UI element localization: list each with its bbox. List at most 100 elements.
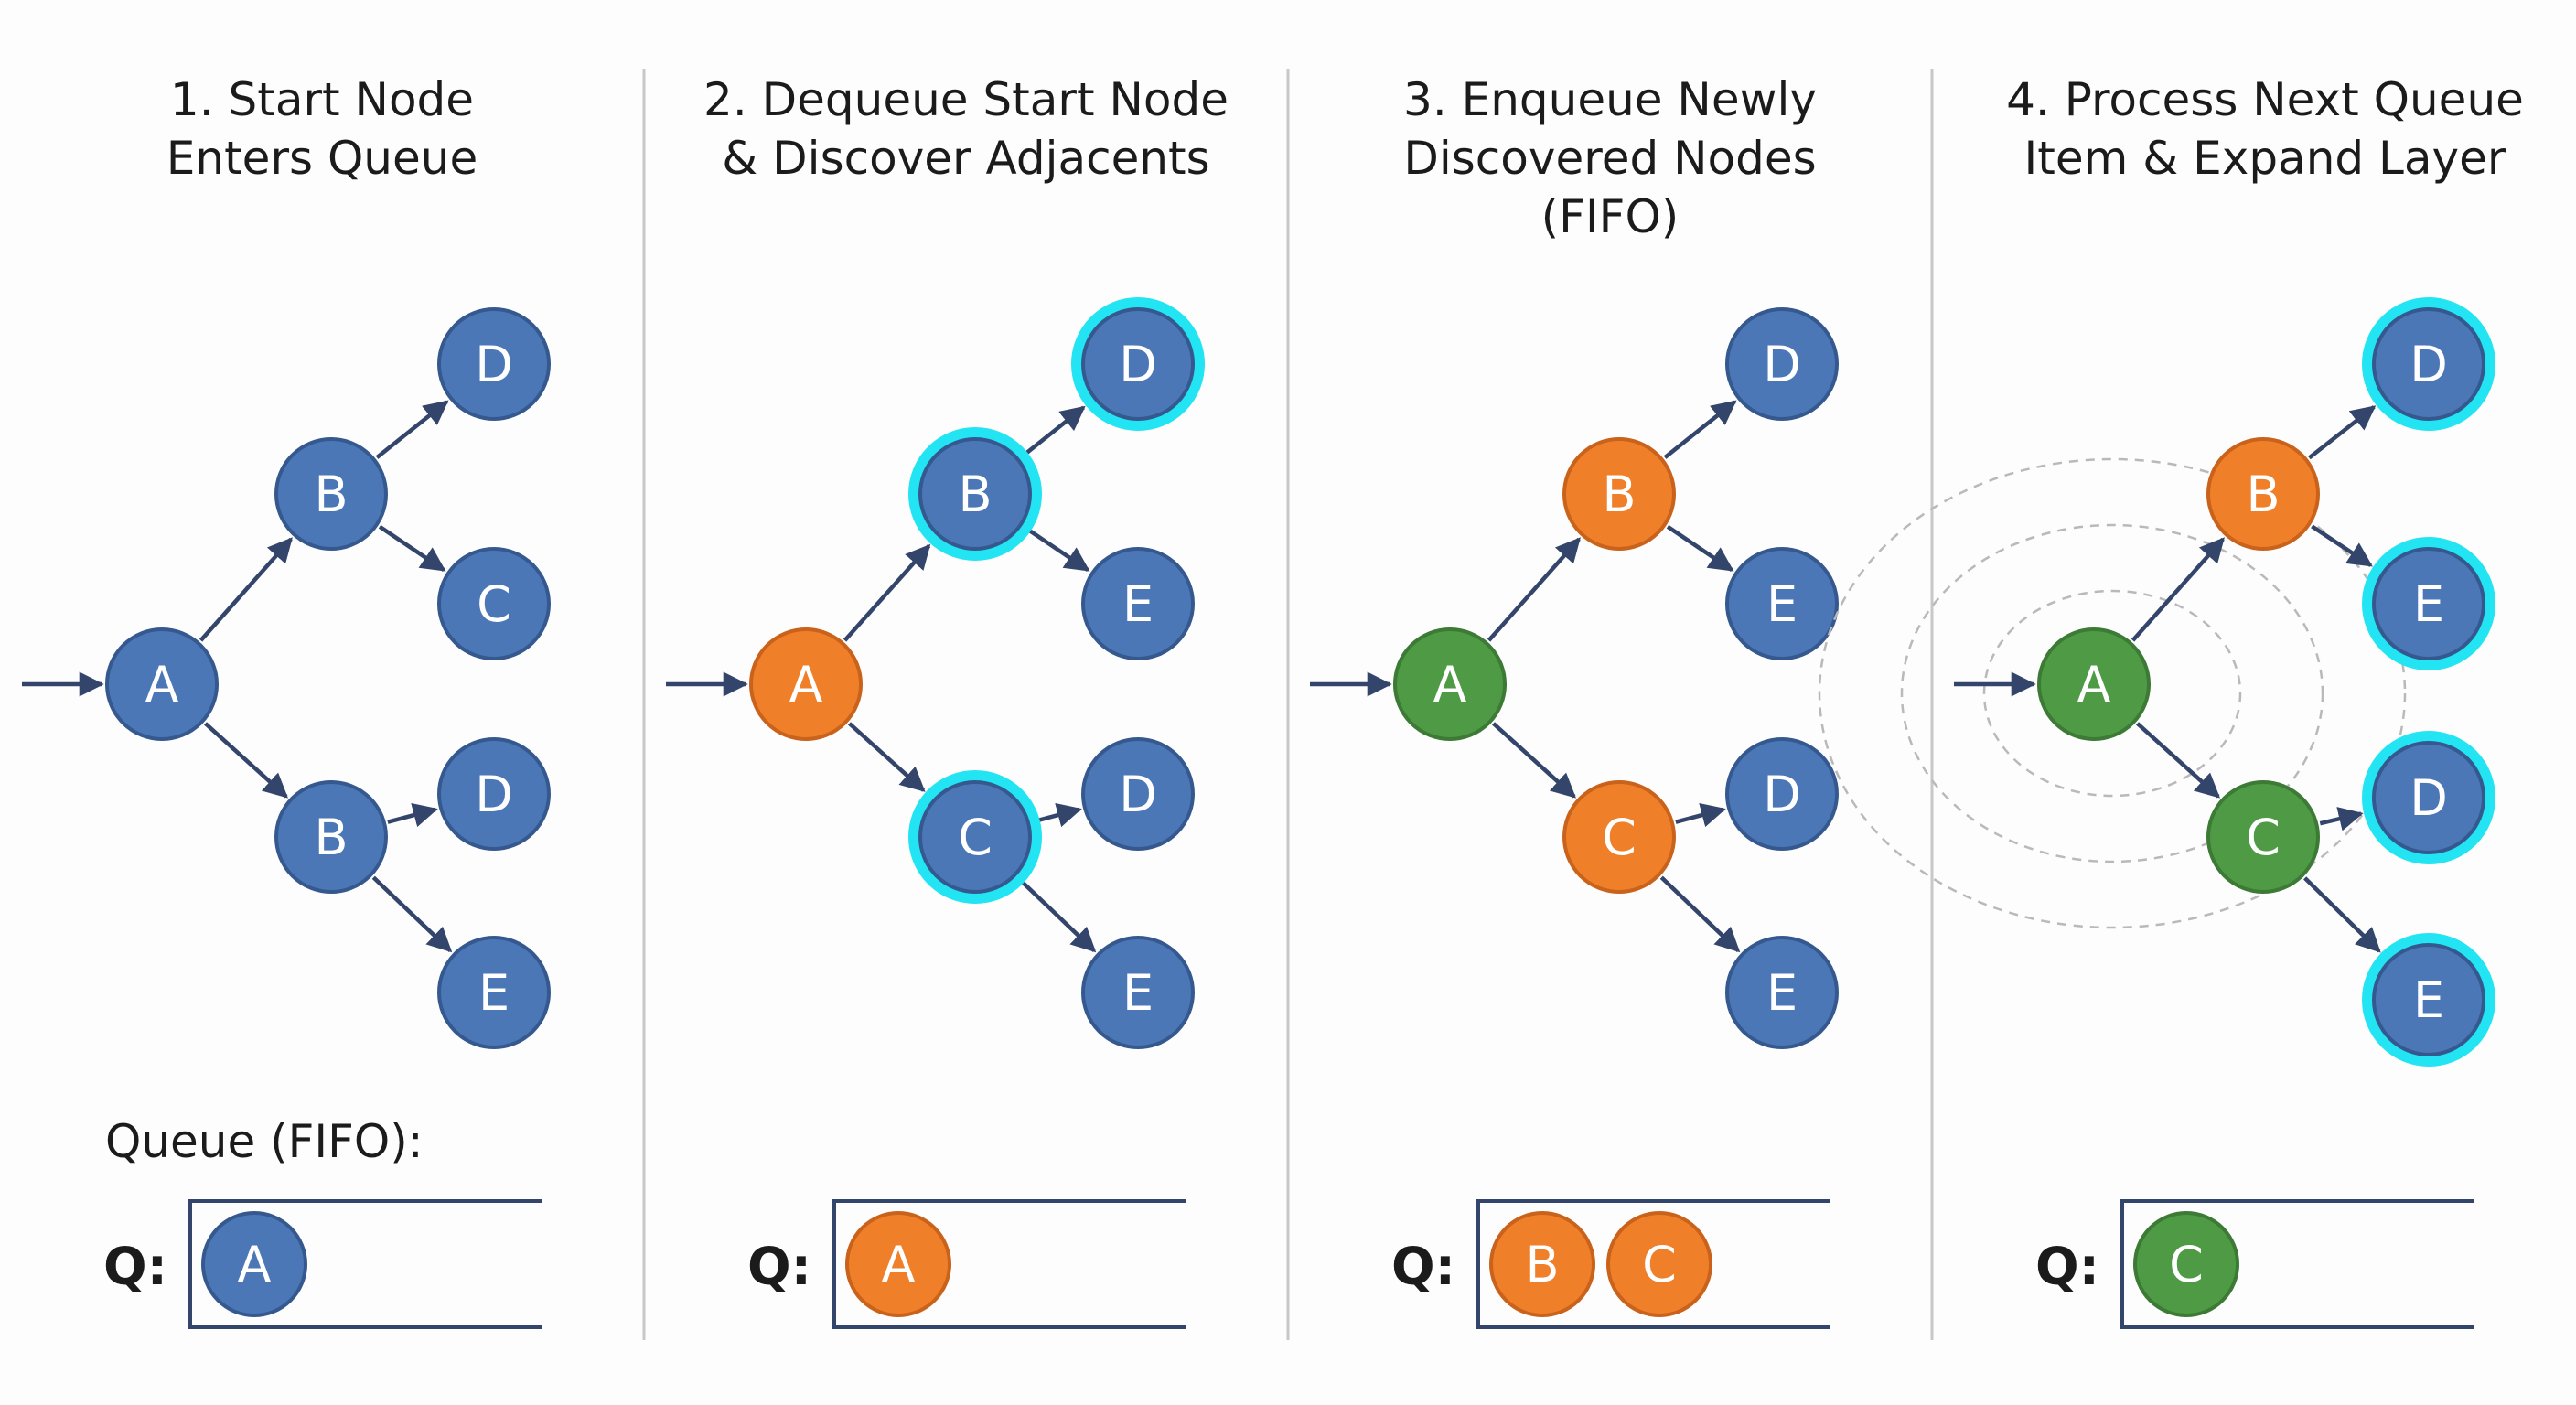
edge-B2-D2 (387, 803, 438, 828)
queue-items: C (2133, 1211, 2239, 1317)
node-label: C (1602, 809, 1637, 866)
edge-B1-D1 (1019, 405, 1086, 459)
node-circle (2206, 437, 2320, 551)
panel-dividers (642, 69, 1934, 1340)
edge-B1-C1 (2311, 524, 2373, 567)
discovered-ring (2362, 297, 2496, 431)
node-circle (2372, 943, 2485, 1056)
node-label: A (2077, 656, 2111, 713)
graph-node-b: B (274, 437, 388, 551)
discovered-ring (2362, 537, 2496, 670)
node-circle (1562, 780, 1676, 894)
graph-node-c: C (2206, 780, 2320, 894)
graph-node-e: E (1725, 547, 1839, 660)
panel-title-line: 2. Dequeue Start Node (703, 73, 1229, 126)
queue-item-circle (1489, 1211, 1595, 1317)
graph-node-e: E (437, 936, 551, 1049)
node-label: E (2413, 575, 2444, 633)
edge-B1-D1 (375, 400, 449, 459)
graph-node-c: C (1562, 780, 1676, 894)
ripple-ring-2 (1900, 523, 2324, 863)
edge-B2-D2 (1031, 803, 1082, 828)
node-label: B (958, 466, 992, 523)
node-circle (918, 780, 1032, 894)
edge-A-B2 (847, 722, 926, 792)
node-label: B (2246, 466, 2280, 523)
node-circle (274, 780, 388, 894)
graph-node-d: D (1725, 307, 1839, 421)
queue-item-label: C (1642, 1236, 1677, 1293)
edge-A-B1 (2131, 537, 2225, 642)
panel-title-line: & Discover Adjacents (722, 132, 1209, 185)
edge-A-B2 (2135, 722, 2221, 799)
edge-B2-E2 (1015, 875, 1097, 953)
graph-node-b: B (908, 427, 1042, 561)
edge-A-B1 (199, 537, 293, 642)
panel-title-line: Discovered Nodes (1403, 132, 1816, 185)
graph-node-a: A (105, 627, 219, 741)
edge-B2-E2 (2303, 876, 2381, 953)
ripple-ring-3 (1818, 457, 2407, 929)
node-circle (918, 437, 1032, 551)
graph-node-c: C (437, 547, 551, 660)
node-circle (437, 936, 551, 1049)
graph-node-d: D (437, 737, 551, 851)
node-circle (1081, 737, 1195, 851)
queue-item-circle (201, 1211, 307, 1317)
queue-item: A (201, 1211, 307, 1317)
node-label: C (958, 809, 993, 866)
edge-B1-D1 (2307, 405, 2377, 460)
queue-item-label: B (1525, 1236, 1559, 1293)
node-label: D (475, 766, 513, 823)
node-label: A (145, 656, 179, 713)
node-circle (437, 737, 551, 851)
graph-node-e: E (2362, 537, 2496, 670)
graph-node-e: E (2362, 933, 2496, 1067)
discovered-ring (1071, 297, 1205, 431)
queue-label: Q: (1391, 1238, 1455, 1297)
graph-node-b: B (274, 780, 388, 894)
node-circle (2372, 547, 2485, 660)
edge-B1-C1 (1666, 524, 1734, 572)
graph-node-d: D (2362, 731, 2496, 864)
node-circle (1081, 936, 1195, 1049)
graph-node-e: E (1725, 936, 1839, 1049)
node-circle (1081, 307, 1195, 421)
node-label: B (1602, 466, 1636, 523)
edge-B2-D2 (1675, 803, 1726, 828)
edges (199, 400, 453, 953)
queue-caption: Queue (FIFO): (105, 1115, 424, 1168)
queue-box (188, 1199, 542, 1329)
graph-node-b: B (2206, 437, 2320, 551)
panel-title-line: Enters Queue (166, 132, 478, 185)
edge-A-B2 (1491, 722, 1577, 799)
edge-B2-E2 (371, 875, 453, 953)
queue-box (1476, 1199, 1830, 1329)
node-circle (1725, 547, 1839, 660)
panel-title-line: (FIFO) (1541, 190, 1680, 243)
queue-item-circle (1606, 1211, 1712, 1317)
discovered-ring (2362, 933, 2496, 1067)
node-label: C (2246, 809, 2281, 866)
node-label: C (477, 575, 511, 633)
graph-node-a: A (1393, 627, 1507, 741)
node-circle (2037, 627, 2151, 741)
panel-title-line: Item & Expand Layer (2024, 132, 2506, 185)
node-label: E (1766, 964, 1798, 1022)
ripple-ring-1 (1982, 589, 2242, 798)
queue-box (832, 1199, 1186, 1329)
node-label: D (2410, 336, 2448, 393)
graph-node-e: E (1081, 547, 1195, 660)
queue-item: C (2133, 1211, 2239, 1317)
node-circle (274, 437, 388, 551)
queue-item-circle (845, 1211, 951, 1317)
graph-node-d: D (2362, 297, 2496, 431)
queue-item-label: A (882, 1236, 916, 1293)
